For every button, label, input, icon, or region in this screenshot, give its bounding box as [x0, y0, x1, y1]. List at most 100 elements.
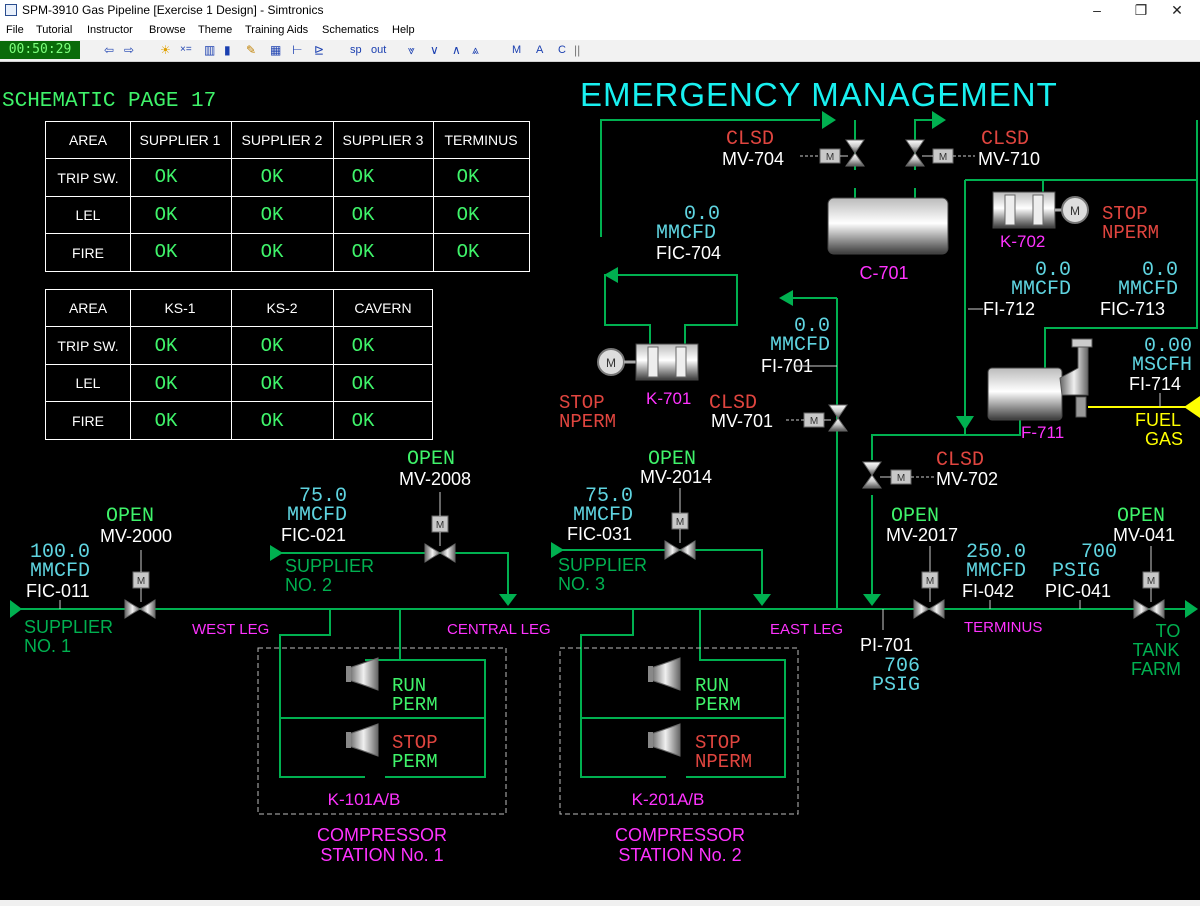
- mv2014-tag[interactable]: MV-2014: [640, 467, 712, 487]
- restore-button[interactable]: ❐: [1134, 2, 1148, 18]
- schematic-page-label: SCHEMATIC PAGE 17: [2, 90, 216, 113]
- up-icon[interactable]: ∧: [452, 43, 461, 57]
- central-leg-label: CENTRAL LEG: [447, 621, 551, 638]
- compressor-k101b-icon[interactable]: [346, 723, 379, 757]
- fic031-tag[interactable]: FIC-031: [567, 524, 632, 544]
- pi701-value: 706: [884, 655, 920, 678]
- fi701-tag[interactable]: FI-701: [761, 356, 813, 376]
- mv702-status: CLSD: [936, 449, 984, 472]
- menu-bar: File Tutorial Instructor Browse Theme Tr…: [0, 22, 1200, 40]
- pic041-value: 700: [1081, 541, 1117, 564]
- clear-icon[interactable]: ×=: [180, 44, 192, 55]
- fi712-value: 0.0: [1035, 259, 1071, 282]
- sun-icon[interactable]: ☀: [160, 43, 171, 57]
- double-up-icon[interactable]: ⩓: [472, 43, 479, 57]
- valve-actuator-label: M: [1147, 576, 1155, 587]
- table1-status-ok: OK: [457, 241, 480, 263]
- mv2008-tag[interactable]: MV-2008: [399, 469, 471, 489]
- mv710-tag[interactable]: MV-710: [978, 149, 1040, 169]
- pi701-tag[interactable]: PI-701: [860, 635, 913, 655]
- fic713-tag[interactable]: FIC-713: [1100, 299, 1165, 319]
- valve-mv702[interactable]: M: [862, 461, 935, 489]
- fic021-tag[interactable]: FIC-021: [281, 525, 346, 545]
- menu-help[interactable]: Help: [392, 24, 415, 36]
- tree-icon[interactable]: ⊢: [292, 43, 303, 57]
- supplier1-flow-arrow-icon: [10, 600, 22, 618]
- table2-status-ok: OK: [352, 410, 375, 432]
- fi712-unit: MMCFD: [1011, 278, 1071, 301]
- cascade-button[interactable]: C: [558, 44, 566, 56]
- minimize-button[interactable]: –: [1093, 2, 1101, 18]
- station1-name: COMPRESSOR: [317, 825, 447, 845]
- sp-button[interactable]: sp: [350, 44, 362, 56]
- table1-status-ok: OK: [261, 204, 284, 226]
- pic041-tag[interactable]: PIC-041: [1045, 581, 1111, 601]
- mv2017-tag[interactable]: MV-2017: [886, 525, 958, 545]
- compressor-k101a-icon[interactable]: [346, 657, 379, 691]
- fic713-unit: MMCFD: [1118, 278, 1178, 301]
- pencil-icon[interactable]: ✎: [246, 43, 257, 57]
- mv2000-tag[interactable]: MV-2000: [100, 526, 172, 546]
- mv702-tag[interactable]: MV-702: [936, 469, 998, 489]
- table1-status-ok: OK: [155, 204, 178, 226]
- valve-actuator-label: M: [137, 576, 145, 587]
- fi714-value: 0.00: [1144, 335, 1192, 358]
- valve-mv701[interactable]: M: [786, 404, 848, 432]
- compressor-k702[interactable]: M: [992, 191, 1089, 229]
- mv704-tag[interactable]: MV-704: [722, 149, 784, 169]
- double-down-icon[interactable]: ⩔: [408, 43, 415, 57]
- down-icon[interactable]: ∨: [430, 43, 439, 57]
- k701-status: STOP: [559, 392, 605, 414]
- status-table-1: [45, 121, 530, 272]
- valve-mv704[interactable]: M: [800, 139, 865, 167]
- fic704-tag[interactable]: FIC-704: [656, 243, 721, 263]
- trend-icon[interactable]: ▮: [224, 43, 231, 57]
- valve-mv2014[interactable]: M: [664, 488, 696, 560]
- chart-icon[interactable]: ⊵: [314, 43, 325, 57]
- menu-training-aids[interactable]: Training Aids: [245, 24, 309, 36]
- compressor-k201b-icon[interactable]: [648, 723, 681, 757]
- heater-f711[interactable]: [987, 338, 1093, 421]
- fi042-tag[interactable]: FI-042: [962, 581, 1014, 601]
- valve-mv2008[interactable]: M: [424, 492, 456, 563]
- menu-instructor[interactable]: Instructor: [87, 24, 133, 36]
- table1-header-supplier1: SUPPLIER 1: [140, 132, 221, 148]
- close-button[interactable]: ✕: [1171, 2, 1183, 18]
- compressor-k201a-icon[interactable]: [648, 657, 681, 691]
- manual-button[interactable]: M: [512, 44, 522, 56]
- mv701-tag[interactable]: MV-701: [711, 411, 773, 431]
- bars-icon[interactable]: ▥: [204, 43, 216, 57]
- mv2014-status: OPEN: [648, 448, 696, 471]
- fic704-value: 0.0: [684, 203, 720, 226]
- compressor-k701[interactable]: M: [597, 343, 699, 381]
- fi714-tag[interactable]: FI-714: [1129, 374, 1181, 394]
- fi712-tag[interactable]: FI-712: [983, 299, 1035, 319]
- menu-file[interactable]: File: [6, 24, 24, 36]
- fic704-unit: MMCFD: [656, 222, 716, 245]
- table2-header-cavern: CAVERN: [354, 300, 411, 316]
- out-button[interactable]: out: [371, 44, 387, 56]
- menu-theme[interactable]: Theme: [198, 24, 233, 36]
- table1-status-ok: OK: [155, 166, 178, 188]
- menu-tutorial[interactable]: Tutorial: [36, 24, 73, 36]
- auto-button[interactable]: A: [536, 44, 544, 56]
- fic021-value: 75.0: [299, 485, 347, 508]
- forward-arrow-icon[interactable]: ⇨: [124, 43, 135, 57]
- valve-mv2017[interactable]: M: [913, 546, 945, 619]
- valve-actuator-label: M: [826, 152, 834, 163]
- table2-row-area: LEL: [76, 375, 101, 391]
- menu-browse[interactable]: Browse: [149, 24, 186, 36]
- menu-schematics[interactable]: Schematics: [322, 24, 379, 36]
- valve-mv710[interactable]: M: [905, 139, 975, 167]
- valve-mv2000[interactable]: M: [124, 550, 156, 619]
- k101b-status: STOP: [392, 732, 438, 754]
- mv701-status: CLSD: [709, 392, 757, 415]
- drum-c701[interactable]: [827, 197, 949, 255]
- fic011-tag[interactable]: FIC-011: [26, 581, 90, 601]
- supplier3-flow-arrow-icon: [551, 542, 564, 558]
- grid-icon[interactable]: ▦: [270, 43, 282, 57]
- back-arrow-icon[interactable]: ⇦: [104, 43, 115, 57]
- valve-mv041[interactable]: M: [1133, 546, 1165, 619]
- table2-header-ks1: KS-1: [164, 300, 195, 316]
- mv041-tag[interactable]: MV-041: [1113, 525, 1175, 545]
